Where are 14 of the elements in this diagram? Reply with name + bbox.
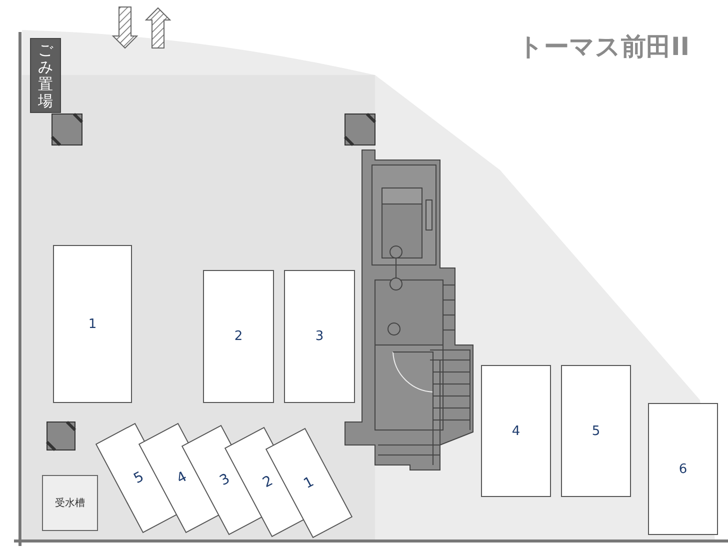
bicycle-space: 4 bbox=[170, 466, 194, 490]
parking-space: 5 bbox=[561, 365, 631, 497]
bicycle-space: 5 bbox=[128, 466, 150, 490]
parking-space: 6 bbox=[648, 403, 718, 535]
waste-area-sign: ごみ置場 bbox=[30, 38, 61, 113]
bicycle-space: 2 bbox=[256, 470, 280, 494]
title: トーマス前田II bbox=[518, 31, 690, 63]
parking-space: 4 bbox=[481, 365, 551, 497]
water-tank: 受水槽 bbox=[42, 475, 98, 531]
bicycle-space: 3 bbox=[214, 468, 236, 492]
parking-space: 3 bbox=[284, 270, 355, 403]
bicycle-space: 1 bbox=[298, 471, 320, 495]
parking-space: 2 bbox=[203, 270, 274, 403]
parking-space: 1 bbox=[53, 245, 132, 403]
